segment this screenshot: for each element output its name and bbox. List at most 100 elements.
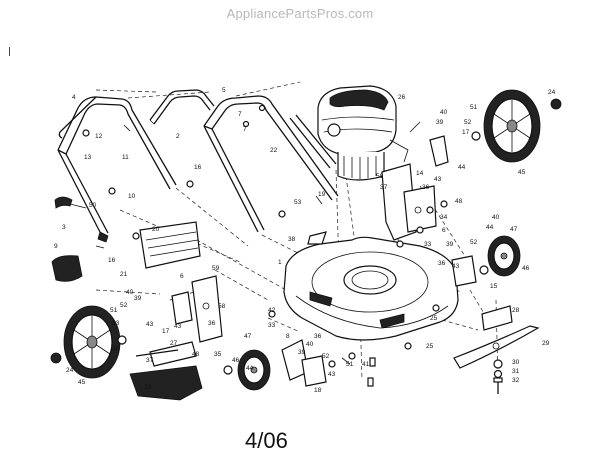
callout-37: 37 — [380, 184, 388, 191]
callout-36b: 36 — [438, 260, 446, 267]
callout-22: 22 — [270, 147, 278, 154]
callout-47a: 47 — [510, 226, 518, 233]
callout-47b: 47 — [244, 333, 252, 340]
callout-39d: 39 — [298, 349, 306, 356]
callout-labels: 4 5 2 26 24 7 7 40 51 39 52 17 12 13 11 … — [54, 87, 556, 394]
rear-door[interactable] — [139, 221, 201, 269]
callout-25a: 25 — [430, 315, 438, 322]
callout-46b: 46 — [232, 357, 240, 364]
callout-52d: 52 — [322, 353, 330, 360]
callout-44c: 44 — [112, 346, 120, 353]
front-right-bracket[interactable] — [381, 135, 449, 241]
callout-45a: 45 — [518, 169, 526, 176]
callout-38: 38 — [288, 236, 296, 243]
callout-59: 59 — [212, 265, 220, 272]
edge-mark — [9, 47, 10, 56]
callout-15: 15 — [490, 283, 498, 290]
callout-58b: 58 — [218, 303, 226, 310]
callout-24b: 24 — [66, 367, 74, 374]
callout-43d: 43 — [174, 323, 182, 330]
callout-52c: 52 — [120, 302, 128, 309]
blade-adapter[interactable] — [481, 305, 513, 331]
callout-19: 19 — [318, 191, 326, 198]
lower-handle[interactable] — [57, 96, 177, 237]
callout-29: 29 — [542, 340, 550, 347]
mower-blade[interactable] — [453, 325, 540, 369]
callout-26: 26 — [398, 94, 406, 101]
callout-9: 9 — [54, 243, 58, 250]
revision-date: 4/06 — [245, 428, 288, 453]
callout-44a: 44 — [458, 164, 466, 171]
callout-43e: 43 — [328, 371, 336, 378]
callout-6a: 6 — [442, 227, 446, 234]
callout-5: 5 — [222, 87, 226, 94]
front-left-wheel[interactable] — [237, 349, 271, 391]
rear-left-bracket[interactable] — [171, 275, 223, 343]
callout-45b: 45 — [78, 379, 86, 386]
callout-52b: 52 — [470, 239, 478, 246]
callout-40a: 40 — [440, 109, 448, 116]
callout-34: 34 — [440, 214, 448, 221]
callout-43c: 43 — [146, 321, 154, 328]
handle-bolts — [82, 104, 286, 240]
rear-left-wheel[interactable] — [63, 305, 121, 379]
callout-14: 14 — [416, 170, 424, 177]
callout-20: 20 — [152, 226, 160, 233]
handle-knob-right[interactable] — [95, 231, 109, 249]
shield-9 — [51, 255, 83, 282]
callout-40c: 40 — [126, 289, 134, 296]
control-bail[interactable] — [149, 89, 215, 125]
axle-rod — [135, 349, 179, 357]
callout-53: 53 — [294, 199, 302, 206]
callout-3: 3 — [62, 224, 66, 231]
rear-right-bracket[interactable] — [451, 255, 477, 287]
callout-37b: 37 — [146, 357, 154, 364]
callout-43b: 43 — [452, 263, 460, 270]
rear-deflector[interactable] — [129, 341, 203, 401]
callout-7a: 7 — [238, 111, 242, 118]
callout-50: 50 — [89, 202, 97, 209]
callout-36a: 36 — [422, 184, 430, 191]
callout-13: 13 — [84, 154, 92, 161]
rear-right-wheel[interactable] — [483, 89, 541, 163]
callout-23: 23 — [144, 384, 152, 391]
callout-6b: 6 — [180, 273, 184, 280]
mulch-plug[interactable] — [307, 231, 327, 245]
callout-8: 8 — [286, 333, 290, 340]
engine[interactable] — [317, 85, 409, 181]
callout-10: 10 — [128, 193, 136, 200]
callout-12: 12 — [95, 133, 103, 140]
callout-48b: 48 — [192, 351, 200, 358]
callout-51a: 51 — [470, 104, 478, 111]
callout-42: 42 — [268, 307, 276, 314]
callout-48a: 48 — [455, 198, 463, 205]
callout-30: 30 — [512, 359, 520, 366]
callout-58a: 58 — [376, 173, 384, 180]
callout-51b: 51 — [110, 307, 118, 314]
callout-31: 31 — [512, 368, 520, 375]
callout-28: 28 — [512, 307, 520, 314]
callout-46a: 46 — [522, 265, 530, 272]
front-left-bracket[interactable] — [281, 339, 327, 387]
callout-7b: 7 — [243, 126, 247, 133]
callout-36c: 36 — [208, 320, 216, 327]
callout-33c: 33 — [268, 322, 276, 329]
callout-33a: 33 — [424, 241, 432, 248]
mower-deck[interactable] — [283, 236, 459, 341]
callout-39a: 39 — [436, 119, 444, 126]
front-right-wheel[interactable] — [487, 235, 521, 277]
callout-44b: 44 — [486, 224, 494, 231]
callout-43a: 43 — [434, 176, 442, 183]
callout-16a: 16 — [194, 164, 202, 171]
callout-24a: 24 — [548, 89, 556, 96]
handle-knob-left[interactable] — [54, 196, 87, 209]
callout-39c: 39 — [134, 295, 142, 302]
callout-40b: 40 — [492, 214, 500, 221]
callout-33b: 33 — [112, 320, 120, 327]
callout-52a: 52 — [464, 119, 472, 126]
callout-27: 27 — [170, 340, 178, 347]
hub-caps — [50, 98, 562, 375]
callout-17a: 17 — [462, 129, 470, 136]
